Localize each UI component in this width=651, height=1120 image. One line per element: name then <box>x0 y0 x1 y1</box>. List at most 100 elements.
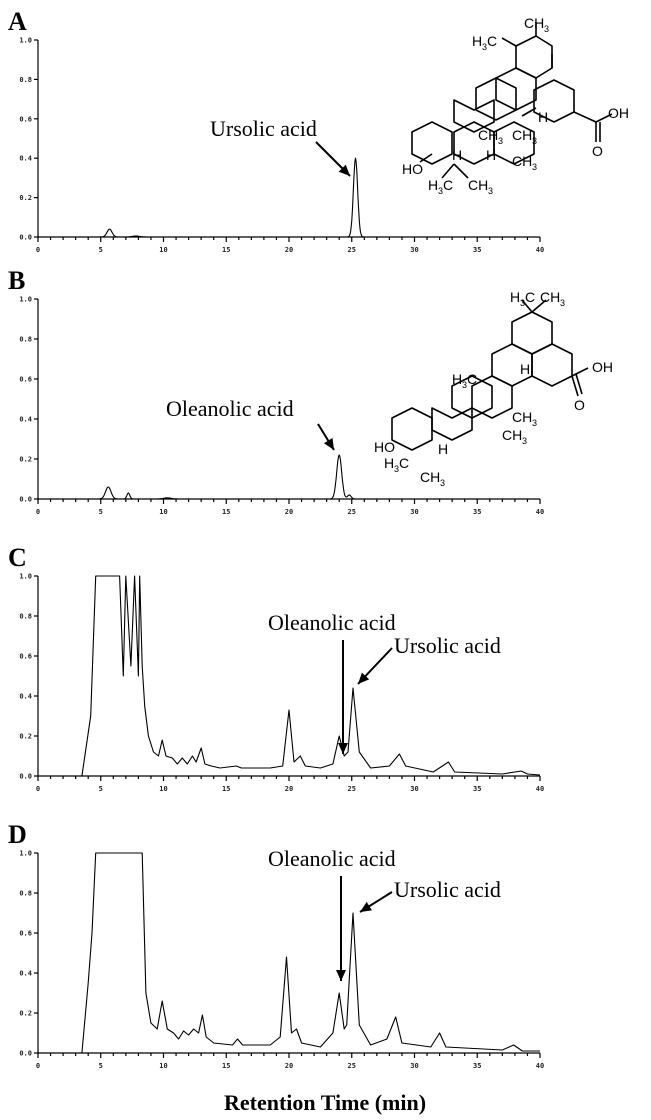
svg-text:H: H <box>452 371 462 387</box>
x-tick-label: 25 <box>348 246 356 254</box>
y-tick-label: 0.6 <box>19 930 32 938</box>
y-tick-label: 0.2 <box>19 456 32 464</box>
x-tick-label: 15 <box>222 1062 230 1070</box>
x-tick-label: 0 <box>36 1062 40 1070</box>
y-tick-label: 0.6 <box>19 115 32 123</box>
ursolic-acid-label: Ursolic acid <box>394 877 501 902</box>
x-tick-label: 30 <box>410 508 418 516</box>
y-tick-label: 0.8 <box>19 613 32 621</box>
panel-letter-a: A <box>8 7 27 36</box>
x-tick-label: 10 <box>159 246 167 254</box>
svg-text:O: O <box>574 397 585 413</box>
x-tick-label: 0 <box>36 785 40 793</box>
panel-letter-d: D <box>8 820 27 849</box>
x-tick-label: 15 <box>222 785 230 793</box>
svg-text:3: 3 <box>438 186 443 196</box>
trace-d <box>38 852 540 1054</box>
x-tick-label: 5 <box>99 785 103 793</box>
y-tick-label: 0.4 <box>19 970 32 978</box>
oleanolic-acid-arrow-head <box>338 743 348 754</box>
oleanolic-acid-label: Oleanolic acid <box>268 610 396 635</box>
svg-text:3: 3 <box>544 24 549 34</box>
y-tick-label: 0.2 <box>19 733 32 741</box>
y-tick-label: 0.6 <box>19 653 32 661</box>
x-tick-label: 25 <box>348 508 356 516</box>
svg-text:3: 3 <box>488 186 493 196</box>
x-tick-label: 35 <box>473 1062 481 1070</box>
x-tick-label: 30 <box>410 246 418 254</box>
x-tick-label: 40 <box>536 246 544 254</box>
trace-a <box>38 157 540 238</box>
svg-text:3: 3 <box>462 380 467 390</box>
x-tick-label: 5 <box>99 1062 103 1070</box>
x-tick-label: 30 <box>410 1062 418 1070</box>
y-tick-label: 1.0 <box>19 37 32 45</box>
x-tick-label: 25 <box>348 785 356 793</box>
svg-text:3: 3 <box>498 136 503 146</box>
svg-text:H: H <box>472 33 482 49</box>
x-tick-label: 15 <box>222 246 230 254</box>
x-tick-label: 20 <box>285 508 293 516</box>
svg-text:H: H <box>486 147 496 163</box>
x-tick-label: 20 <box>285 246 293 254</box>
ursolic-acid-arrow-head <box>338 164 350 176</box>
svg-text:H: H <box>538 109 548 125</box>
svg-text:H: H <box>428 177 438 193</box>
y-tick-label: 0.4 <box>19 416 32 424</box>
y-tick-label: 0.0 <box>19 496 32 504</box>
ursolic-acid-arrow-head <box>358 672 370 684</box>
y-tick-label: 1.0 <box>19 296 32 304</box>
svg-text:CH: CH <box>420 469 440 485</box>
y-tick-label: 0.8 <box>19 890 32 898</box>
x-tick-label: 30 <box>410 785 418 793</box>
x-tick-label: 15 <box>222 508 230 516</box>
y-tick-label: 0.0 <box>19 1050 32 1058</box>
svg-text:H: H <box>520 361 530 377</box>
y-tick-label: 0.4 <box>19 155 32 163</box>
oleanolic-acid-label: Oleanolic acid <box>268 846 396 871</box>
oleanolic-acid-label: Oleanolic acid <box>166 396 294 421</box>
svg-text:H: H <box>384 455 394 471</box>
svg-text:OH: OH <box>592 359 613 375</box>
ursolic-acid-arrow-head <box>360 901 372 912</box>
svg-text:3: 3 <box>482 42 487 52</box>
y-tick-label: 1.0 <box>19 573 32 581</box>
x-tick-label: 35 <box>473 508 481 516</box>
oleanolic-acid-arrow-head <box>323 438 334 450</box>
trace-c <box>38 575 541 777</box>
y-tick-label: 0.4 <box>19 693 32 701</box>
svg-text:3: 3 <box>522 436 527 446</box>
y-tick-label: 0.2 <box>19 1010 32 1018</box>
svg-text:C: C <box>487 33 497 49</box>
svg-text:3: 3 <box>532 136 537 146</box>
y-tick-label: 1.0 <box>19 850 32 858</box>
x-tick-label: 10 <box>159 508 167 516</box>
svg-text:CH: CH <box>502 427 522 443</box>
panel-letter-c: C <box>8 543 27 572</box>
x-tick-label: 35 <box>473 246 481 254</box>
svg-text:3: 3 <box>532 162 537 172</box>
x-axis-label: Retention Time (min) <box>224 1090 426 1115</box>
x-tick-label: 5 <box>99 246 103 254</box>
svg-text:CH: CH <box>524 15 544 31</box>
svg-text:HO: HO <box>402 161 423 177</box>
svg-text:H: H <box>452 147 462 163</box>
x-tick-label: 20 <box>285 1062 293 1070</box>
svg-text:H: H <box>438 441 448 457</box>
x-tick-label: 10 <box>159 1062 167 1070</box>
svg-text:C: C <box>467 371 477 387</box>
y-tick-label: 0.8 <box>19 336 32 344</box>
y-tick-label: 0.2 <box>19 194 32 202</box>
svg-text:3: 3 <box>560 298 565 308</box>
panel-letter-b: B <box>8 266 25 295</box>
x-tick-label: 5 <box>99 508 103 516</box>
x-tick-label: 10 <box>159 785 167 793</box>
x-tick-label: 0 <box>36 508 40 516</box>
